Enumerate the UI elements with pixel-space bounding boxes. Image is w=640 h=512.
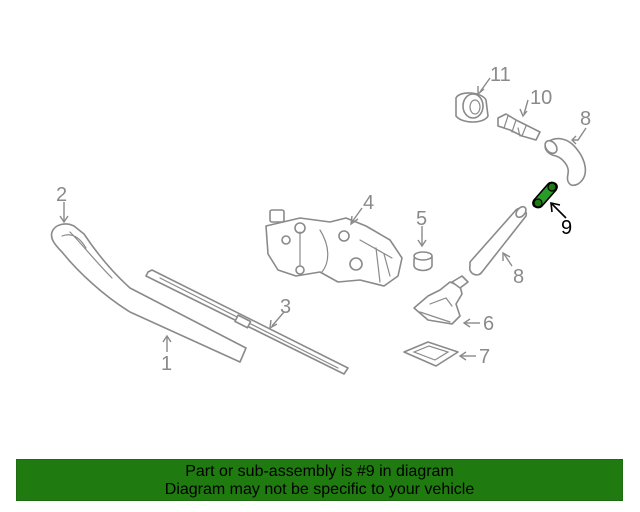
callout-5: 5: [416, 208, 427, 230]
part-6-washer-nozzle: [413, 275, 469, 325]
banner-line-disclaimer: Diagram may not be specific to your vehi…: [164, 481, 475, 498]
part-10-check-valve: [497, 113, 541, 141]
part-7-gasket: [403, 341, 459, 367]
part-5-cap: [413, 251, 433, 272]
banner-line-part: Part or sub-assembly is #9 in diagram: [185, 463, 454, 480]
callout-9: 9: [561, 217, 572, 239]
callout-1: 1: [161, 353, 172, 375]
callout-6: 6: [483, 313, 494, 335]
callout-7: 7: [479, 346, 490, 368]
callout-4: 4: [363, 192, 374, 214]
part-8-hose-lower: [468, 205, 528, 276]
part-2-wiper-arm: [50, 223, 247, 363]
callout-11: 11: [490, 64, 511, 86]
part-3-wiper-blade: [145, 269, 349, 375]
callout-8-upper: 8: [580, 108, 591, 130]
parts-diagram: 2 1 3 4 5 6 7 8 8 9 10 11: [50, 64, 591, 375]
info-banner: Part or sub-assembly is #9 in diagram Di…: [16, 459, 623, 501]
leader-lines: [59, 77, 587, 361]
callout-8-lower: 8: [513, 266, 524, 288]
part-11-grommet: [455, 92, 489, 123]
part-9-connector-highlighted: [532, 181, 558, 209]
callout-10: 10: [530, 87, 552, 109]
part-4-wiper-motor: [265, 209, 403, 287]
part-8-hose-upper: [544, 137, 587, 187]
callout-2: 2: [56, 184, 67, 206]
callout-3: 3: [280, 296, 291, 318]
